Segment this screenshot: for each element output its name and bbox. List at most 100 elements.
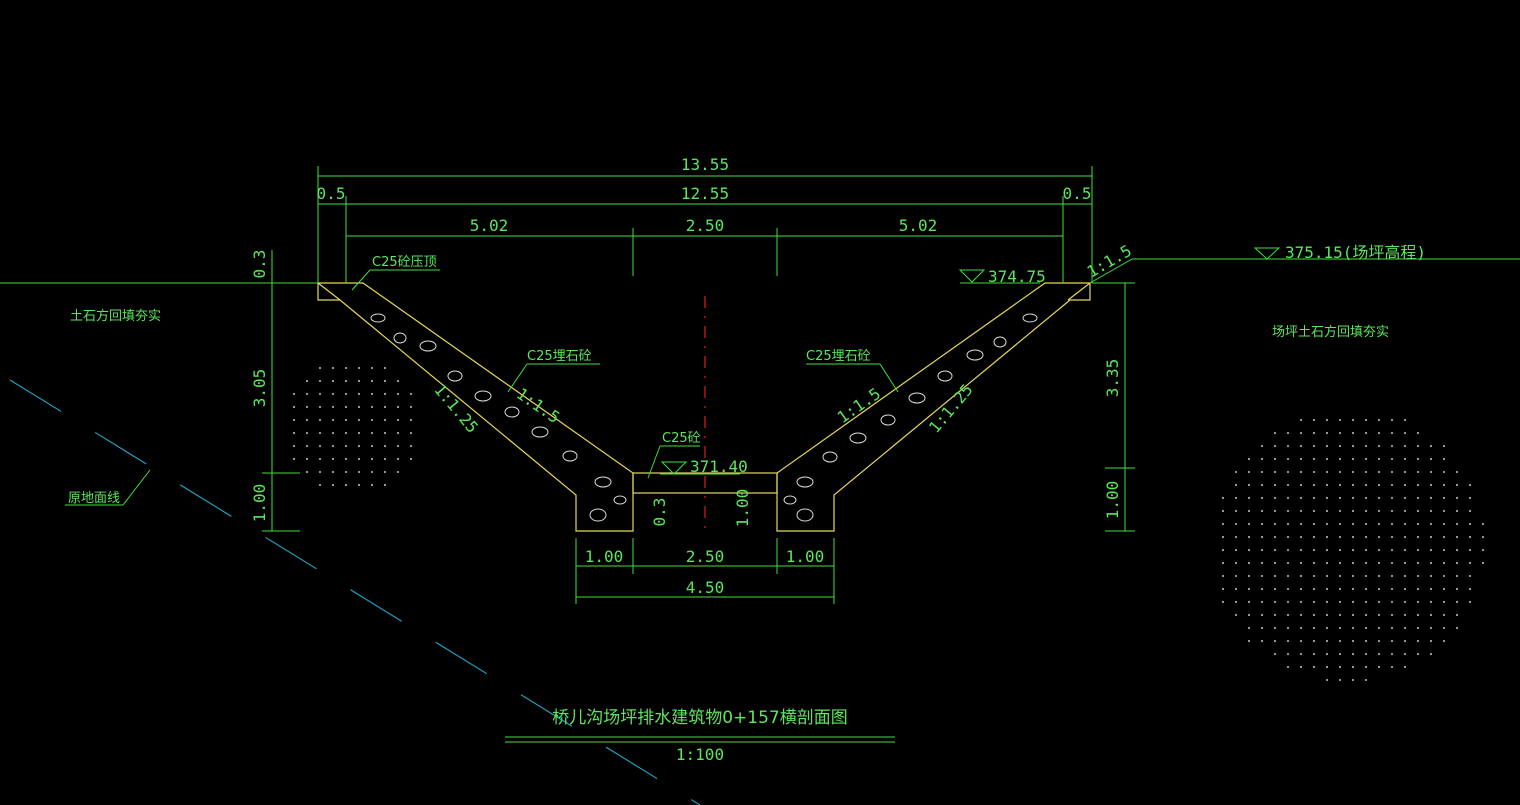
hatch-dot xyxy=(1443,640,1445,642)
hatch-dot xyxy=(1430,588,1432,590)
hatch-dot xyxy=(1300,549,1302,551)
hatch-dot xyxy=(1339,471,1341,473)
hatch-dot xyxy=(306,458,308,460)
hatch-dot xyxy=(1417,575,1419,577)
hatch-dot xyxy=(1365,614,1367,616)
hatch-dot xyxy=(1391,484,1393,486)
hatch-dot xyxy=(1430,484,1432,486)
hatch-dot xyxy=(397,432,399,434)
fill-hatch-right xyxy=(1222,419,1484,681)
hatch-dot xyxy=(1300,510,1302,512)
hatch-dot xyxy=(1469,588,1471,590)
right-vertical-dimensions xyxy=(1092,282,1135,532)
hatch-dot xyxy=(1417,653,1419,655)
hatch-dot xyxy=(1222,523,1224,525)
hatch-dot xyxy=(1300,484,1302,486)
hatch-dot xyxy=(1287,614,1289,616)
hatch-dot xyxy=(332,432,334,434)
hatch-dot xyxy=(1274,484,1276,486)
hatch-dot xyxy=(384,445,386,447)
hatch-dot xyxy=(1339,419,1341,421)
hatch-dot xyxy=(1339,679,1341,681)
hatch-dot xyxy=(1352,640,1354,642)
hatch-dot xyxy=(345,458,347,460)
hatch-dot xyxy=(1365,458,1367,460)
hatch-dot xyxy=(1430,601,1432,603)
hatch-dot xyxy=(1300,601,1302,603)
hatch-dot xyxy=(1378,614,1380,616)
hatch-dot xyxy=(1352,627,1354,629)
hatch-dot xyxy=(1365,432,1367,434)
hatch-dot xyxy=(358,458,360,460)
hatch-dot xyxy=(1339,562,1341,564)
hatch-dot xyxy=(306,471,308,473)
label-fill-left: 土石方回填夯实 xyxy=(70,308,161,324)
hatch-dot xyxy=(1391,562,1393,564)
hatch-dot xyxy=(1417,614,1419,616)
dim-bottom-total: 4.50 xyxy=(686,578,725,597)
hatch-dot xyxy=(1261,588,1263,590)
hatch-dot xyxy=(410,419,412,421)
hatch-dot xyxy=(1339,458,1341,460)
hatch-dot xyxy=(1235,588,1237,590)
elevation-bottom: 371.40 xyxy=(690,457,748,476)
hatch-dot xyxy=(1300,653,1302,655)
hatch-dot xyxy=(1287,445,1289,447)
hatch-dot xyxy=(1300,627,1302,629)
hatch-dot xyxy=(1443,549,1445,551)
hatch-dot xyxy=(1417,497,1419,499)
hatch-dot xyxy=(1352,679,1354,681)
hatch-dot xyxy=(1404,432,1406,434)
hatch-dot xyxy=(1287,497,1289,499)
hatch-dot xyxy=(1352,562,1354,564)
hatch-dot xyxy=(1274,601,1276,603)
hatch-dot xyxy=(397,458,399,460)
hatch-dot xyxy=(1339,432,1341,434)
hatch-dot xyxy=(1417,484,1419,486)
hatch-dot xyxy=(1339,510,1341,512)
hatch-dot xyxy=(1313,601,1315,603)
hatch-dot xyxy=(1326,601,1328,603)
hatch-dot xyxy=(1339,666,1341,668)
hatch-dot xyxy=(1313,471,1315,473)
hatch-dot xyxy=(293,419,295,421)
hatch-dot xyxy=(1404,640,1406,642)
hatch-dot xyxy=(1352,432,1354,434)
hatch-dot xyxy=(1261,484,1263,486)
hatch-dot xyxy=(1365,510,1367,512)
label-masonry-right: C25埋石砼 xyxy=(806,349,871,364)
drawing-title: 桥儿沟场坪排水建筑物0+157横剖面图 xyxy=(552,708,848,728)
dim-inner-width: 12.55 xyxy=(681,184,729,203)
hatch-dot xyxy=(1456,601,1458,603)
hatch-dot xyxy=(1469,523,1471,525)
hatch-dot xyxy=(1456,497,1458,499)
label-bottom-concrete: C25砼 xyxy=(662,431,701,446)
hatch-dot xyxy=(332,484,334,486)
hatch-dot xyxy=(1456,523,1458,525)
original-ground-leader xyxy=(122,469,151,506)
hatch-dot xyxy=(345,367,347,369)
hatch-dot xyxy=(1365,653,1367,655)
hatch-dot xyxy=(1378,445,1380,447)
hatch-dot xyxy=(306,445,308,447)
hatch-dot xyxy=(410,432,412,434)
hatch-dot xyxy=(1339,601,1341,603)
hatch-dot xyxy=(1456,588,1458,590)
hatch-dot xyxy=(319,471,321,473)
hatch-dot xyxy=(1287,549,1289,551)
hatch-dot xyxy=(1443,575,1445,577)
hatch-dot xyxy=(1326,562,1328,564)
hatch-dot xyxy=(1274,588,1276,590)
hatch-dot xyxy=(1352,653,1354,655)
hatch-dot xyxy=(1261,601,1263,603)
hatch-dot xyxy=(358,406,360,408)
elevation-site: 375.15(场坪高程) xyxy=(1285,243,1426,262)
hatch-dot xyxy=(1313,562,1315,564)
hatch-dot xyxy=(1391,497,1393,499)
hatch-dot xyxy=(358,484,360,486)
hatch-dot xyxy=(1404,562,1406,564)
hatch-dot xyxy=(1365,575,1367,577)
hatch-dot xyxy=(1443,497,1445,499)
hatch-dot xyxy=(1482,536,1484,538)
hatch-dot xyxy=(1339,588,1341,590)
